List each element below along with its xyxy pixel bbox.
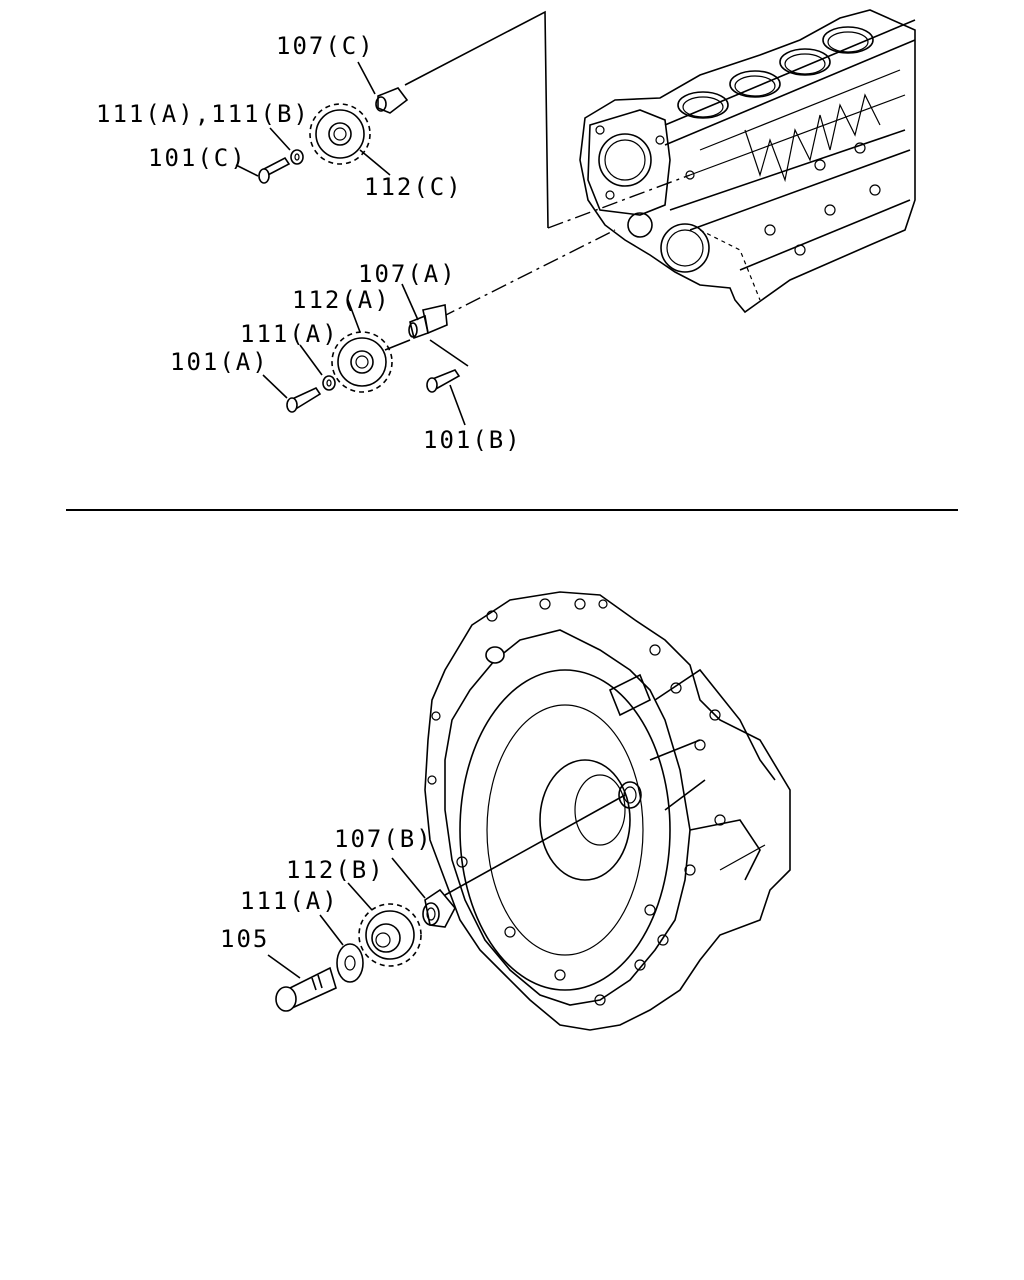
flywheel-housing xyxy=(424,591,791,1031)
bolt-105 xyxy=(267,954,337,1012)
label-107a: 107(A) xyxy=(358,260,457,288)
gear-112c xyxy=(309,103,391,176)
gear-112a xyxy=(331,299,411,393)
washer-111a-bottom xyxy=(319,914,364,983)
gear-112b xyxy=(347,882,422,967)
assembly-lines-top xyxy=(404,10,691,367)
label-101b: 101(B) xyxy=(423,426,522,454)
bushing-107b xyxy=(391,857,456,928)
assembly-line-bottom xyxy=(444,794,626,896)
label-107c: 107(C) xyxy=(276,32,375,60)
engine-block xyxy=(579,9,916,314)
label-107b: 107(B) xyxy=(334,825,433,853)
label-111ab: 111(A),111(B) xyxy=(96,100,310,128)
label-112b: 112(B) xyxy=(286,856,385,884)
label-111a-bottom: 111(A) xyxy=(240,887,339,915)
label-111a-top: 111(A) xyxy=(240,320,339,348)
label-101a: 101(A) xyxy=(170,348,269,376)
washer-111a-top xyxy=(299,344,336,391)
shaft-107a xyxy=(401,283,448,340)
bushing-107c xyxy=(357,61,409,114)
bolt-101b xyxy=(426,369,466,426)
label-101c: 101(C) xyxy=(148,144,247,172)
bolt-101c xyxy=(235,156,291,184)
label-112c: 112(C) xyxy=(364,173,463,201)
label-105: 105 xyxy=(220,925,270,953)
bolt-101a xyxy=(262,374,322,413)
label-112a: 112(A) xyxy=(292,286,391,314)
washer-111-top xyxy=(269,127,304,165)
